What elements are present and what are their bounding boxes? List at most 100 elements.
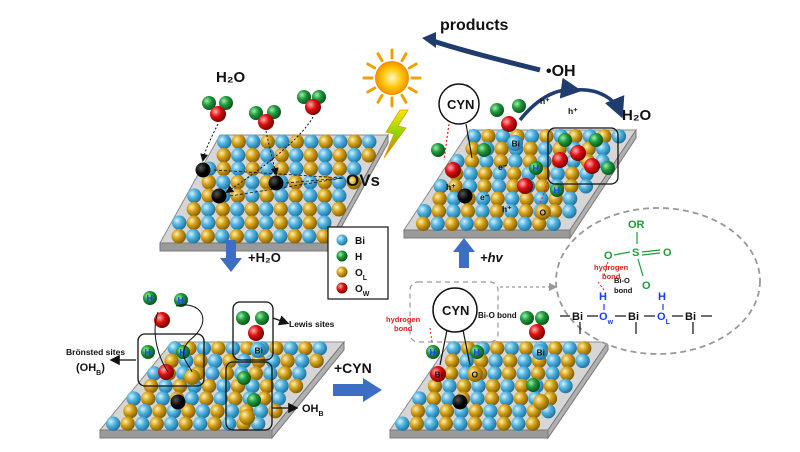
- water-oxygen-atom: [258, 114, 274, 130]
- sun-ray: [366, 62, 377, 70]
- hydrogen-bond-label-3: hydrogen: [594, 263, 629, 272]
- lattice-oxygen-atom: [456, 378, 472, 394]
- bi-atom: [512, 403, 527, 419]
- hydrogen-atom: [237, 371, 251, 385]
- hydrogen-atom-sphere: [141, 345, 155, 359]
- plus-cyn-label: +CYN: [334, 360, 372, 376]
- lattice-oxygen-atom: [273, 202, 288, 217]
- h-plus-arrow-2: [574, 88, 625, 119]
- oh-b-box: [225, 361, 273, 431]
- hydrogen-atom-sphere: [174, 293, 188, 307]
- bi-atom: [253, 403, 269, 419]
- adsorption-arrow: [225, 116, 314, 194]
- legend-swatch: [336, 234, 348, 246]
- structure-bi3: Bi: [685, 311, 696, 323]
- bronsted-box: [137, 333, 205, 387]
- lattice-oxygen-atom: [201, 175, 216, 190]
- lattice-oxygen-atom: [346, 175, 361, 190]
- lattice-oxygen-atom: [219, 366, 234, 381]
- water-oxygen-atom: [210, 106, 226, 122]
- lattice-oxygen-atom-label: O: [540, 208, 547, 218]
- hydrogen-bond-label-4: bond: [602, 272, 621, 281]
- hydrogen-atom: H: [529, 161, 543, 175]
- legend-label: OW: [355, 284, 370, 298]
- lattice-oxygen-atom: [273, 215, 288, 230]
- lattice-oxygen-atom: [244, 202, 259, 217]
- bi-atom: [504, 341, 519, 356]
- lattice-oxygen-atom: [229, 229, 244, 244]
- legend-swatch: [336, 266, 348, 278]
- plus-hv-label: +hv: [480, 250, 504, 265]
- bi-atom: [533, 191, 549, 206]
- ovs-label: OVs: [346, 171, 380, 190]
- bonding-zoom-box: [409, 281, 499, 343]
- bi-atom: [207, 353, 223, 369]
- bi-atom: [217, 134, 232, 149]
- bi-atom: Bi: [430, 366, 446, 382]
- bronsted-sites-label: Brönsted sites: [66, 347, 125, 357]
- legend-label: OL: [355, 268, 368, 282]
- bi-atom: [424, 416, 439, 431]
- bi-atom: [271, 391, 286, 406]
- oh-b-paren-label: (OHB): [76, 362, 105, 377]
- lewis-sites-label: Lewis sites: [289, 319, 335, 329]
- bi-atom: [417, 204, 432, 219]
- bi-atom: [317, 215, 332, 230]
- bi-atom: [184, 391, 199, 406]
- bi-atom: [289, 161, 304, 176]
- lattice-oxygen-atom: [152, 403, 167, 419]
- lattice-oxygen-atom: [439, 403, 455, 419]
- lattice-oxygen-atom: [494, 141, 509, 156]
- hydrogen-atom: H: [141, 345, 155, 359]
- bi-atom: [205, 366, 220, 381]
- bi-atom: [289, 148, 304, 163]
- lattice-oxygen-atom: [535, 179, 550, 194]
- hydrogen-atom: [219, 96, 233, 110]
- arrow-plus-hv: [453, 238, 475, 268]
- hydrogen-atom: H: [174, 293, 188, 307]
- hydrogen-atom: [535, 311, 549, 325]
- hydrogen-atom-sphere: [529, 161, 543, 175]
- bi-atom: [442, 378, 457, 394]
- bi-atom: [453, 416, 468, 431]
- bi-atom: [263, 366, 278, 381]
- structure-or: OR: [628, 219, 645, 231]
- bi-atom: [274, 188, 289, 203]
- hydrogen-atom-sphere: [426, 345, 440, 359]
- hydrogen-atom: H: [550, 183, 564, 197]
- bi-atom: [303, 188, 318, 203]
- structure-ow: Ow: [599, 311, 614, 326]
- structure-h1: H: [599, 291, 607, 303]
- bi-atom: Bi: [532, 344, 548, 360]
- hydrogen-atom: [601, 161, 615, 175]
- lattice-oxygen-atom: [331, 202, 346, 217]
- bi-atom: [236, 353, 252, 369]
- cyn-link: [462, 329, 471, 366]
- bi-atom: [433, 179, 449, 194]
- lattice-oxygen-atom: [564, 179, 579, 194]
- lattice-oxygen-atom: [215, 202, 230, 217]
- lattice-oxygen-atom: [473, 216, 489, 231]
- lattice-oxygen-atom: [245, 148, 260, 163]
- bi-atom: [283, 341, 299, 356]
- bi-atom: [163, 416, 179, 431]
- bi-atom: [446, 204, 461, 219]
- hydrogen-atom-sphere: [143, 291, 157, 305]
- bi-atom: [504, 191, 520, 206]
- structure-h2: H: [658, 291, 666, 303]
- lattice-oxygen-atom: [186, 215, 201, 230]
- lattice-oxygen-atom-sphere: [467, 366, 483, 382]
- hydrogen-atom: [558, 133, 572, 147]
- oxygen-vacancy: [452, 394, 468, 410]
- cyn-top-label: CYN: [447, 97, 474, 112]
- lattice-oxygen-atom: [199, 391, 214, 406]
- ovs-pointer: [213, 169, 344, 179]
- lattice-oxygen-atom: [239, 409, 255, 425]
- bi-atom: [274, 378, 289, 394]
- bi-atom: [546, 216, 561, 231]
- bi-atom: [244, 229, 259, 244]
- bi-atom: [562, 204, 577, 219]
- lattice-oxygen-atom: [426, 391, 442, 406]
- lattice-oxygen-atom: [506, 166, 522, 181]
